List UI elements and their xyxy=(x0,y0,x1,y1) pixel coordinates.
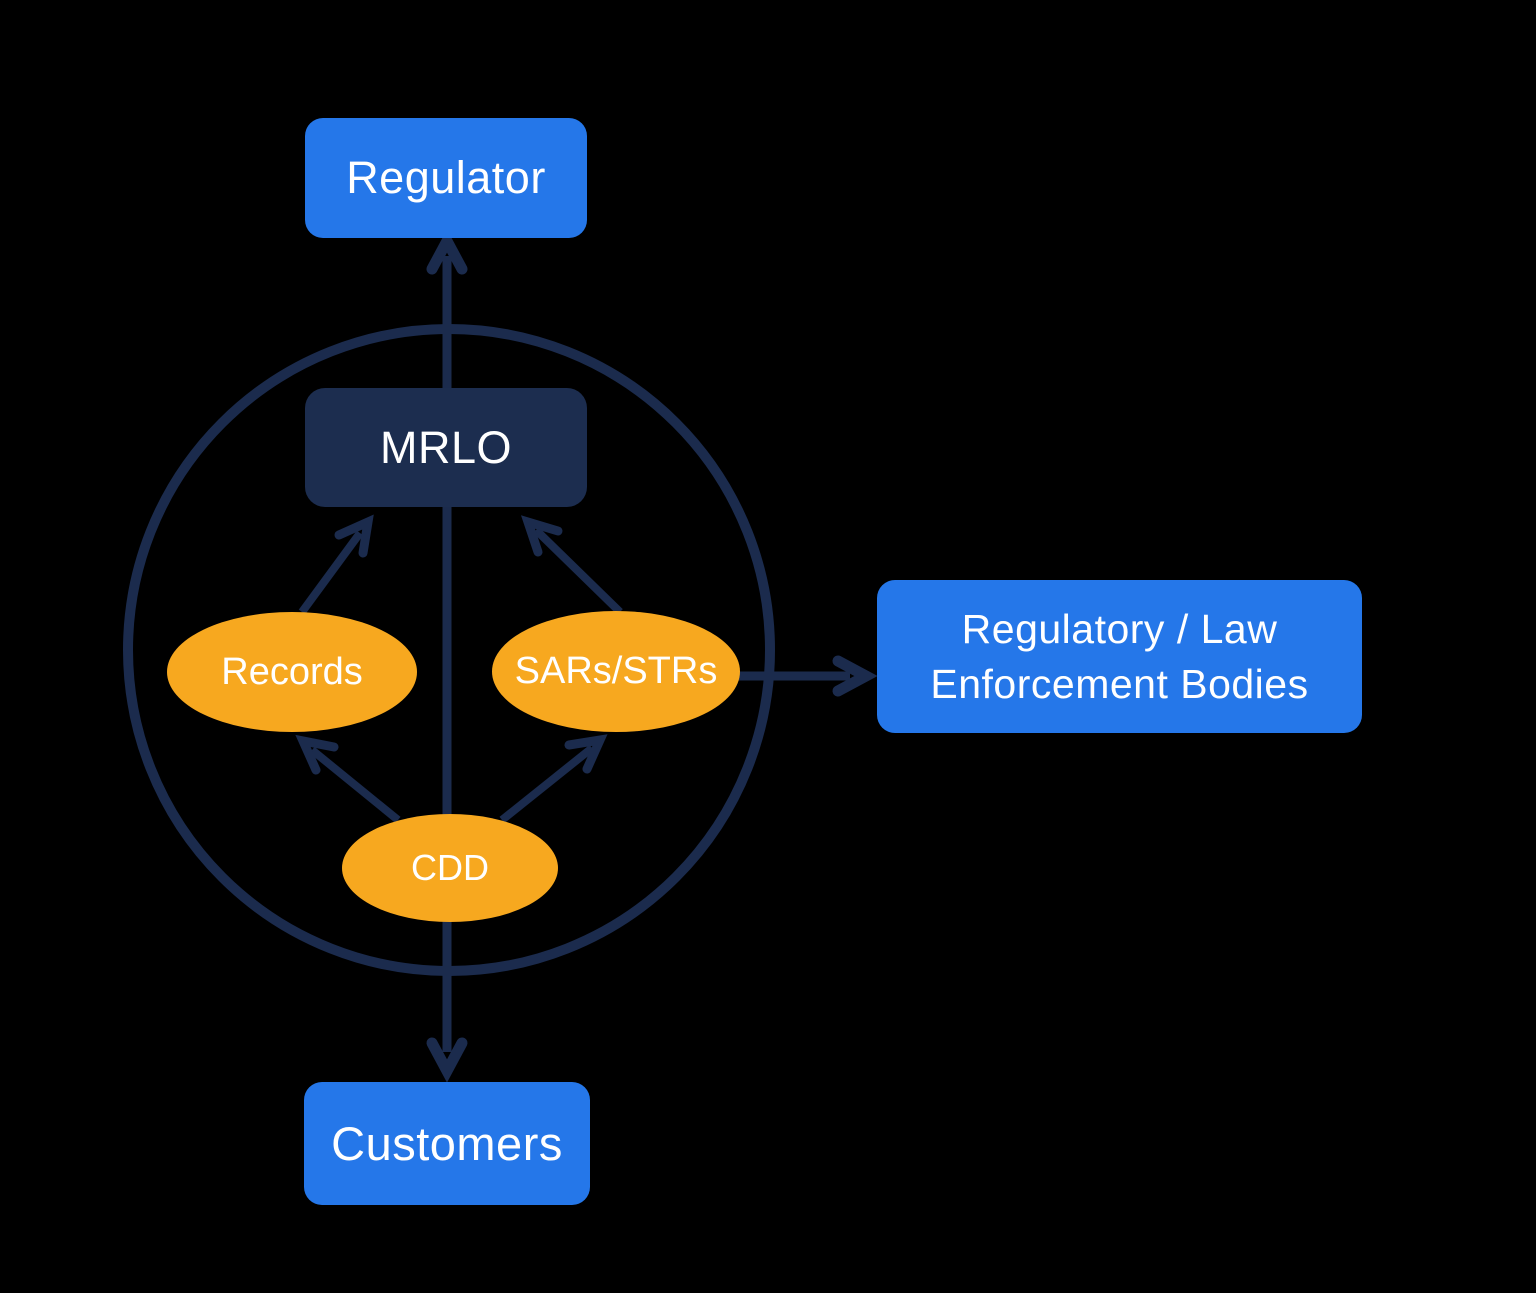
arrowhead-cdd-to-sars xyxy=(564,734,608,774)
edge-cdd-to-sars xyxy=(499,744,595,824)
edge-records-to-mrlo xyxy=(298,530,364,615)
node-customers-label: Customers xyxy=(331,1117,563,1170)
node-customers: Customers xyxy=(304,1082,590,1205)
node-records: Records xyxy=(167,612,417,732)
node-cdd: CDD xyxy=(342,814,558,922)
node-mrlo-label: MRLO xyxy=(379,421,512,473)
arrowhead-sars-to-law-bodies xyxy=(832,655,878,697)
arrowhead-cdd-to-records xyxy=(295,734,339,775)
node-sars-strs: SARs/STRs xyxy=(492,611,740,732)
node-regulator: Regulator xyxy=(305,118,587,238)
node-sars-strs-label: SARs/STRs xyxy=(514,650,718,692)
node-mrlo: MRLO xyxy=(305,388,587,507)
edge-sars-to-mrlo xyxy=(533,527,623,615)
arrowhead-to-regulator xyxy=(426,229,468,275)
node-records-label: Records xyxy=(221,650,363,693)
node-law-enforcement-bodies: Regulatory / Law Enforcement Bodies xyxy=(877,580,1362,733)
node-regulator-label: Regulator xyxy=(346,152,546,203)
arrowhead-records-to-mrlo xyxy=(334,514,374,558)
arrowhead-to-customers xyxy=(426,1037,468,1083)
arrowhead-sars-to-mrlo xyxy=(520,515,563,557)
edge-cdd-to-records xyxy=(309,746,401,824)
node-cdd-label: CDD xyxy=(411,847,489,888)
node-law-enforcement-bodies-label: Regulatory / Law Enforcement Bodies xyxy=(930,606,1309,707)
